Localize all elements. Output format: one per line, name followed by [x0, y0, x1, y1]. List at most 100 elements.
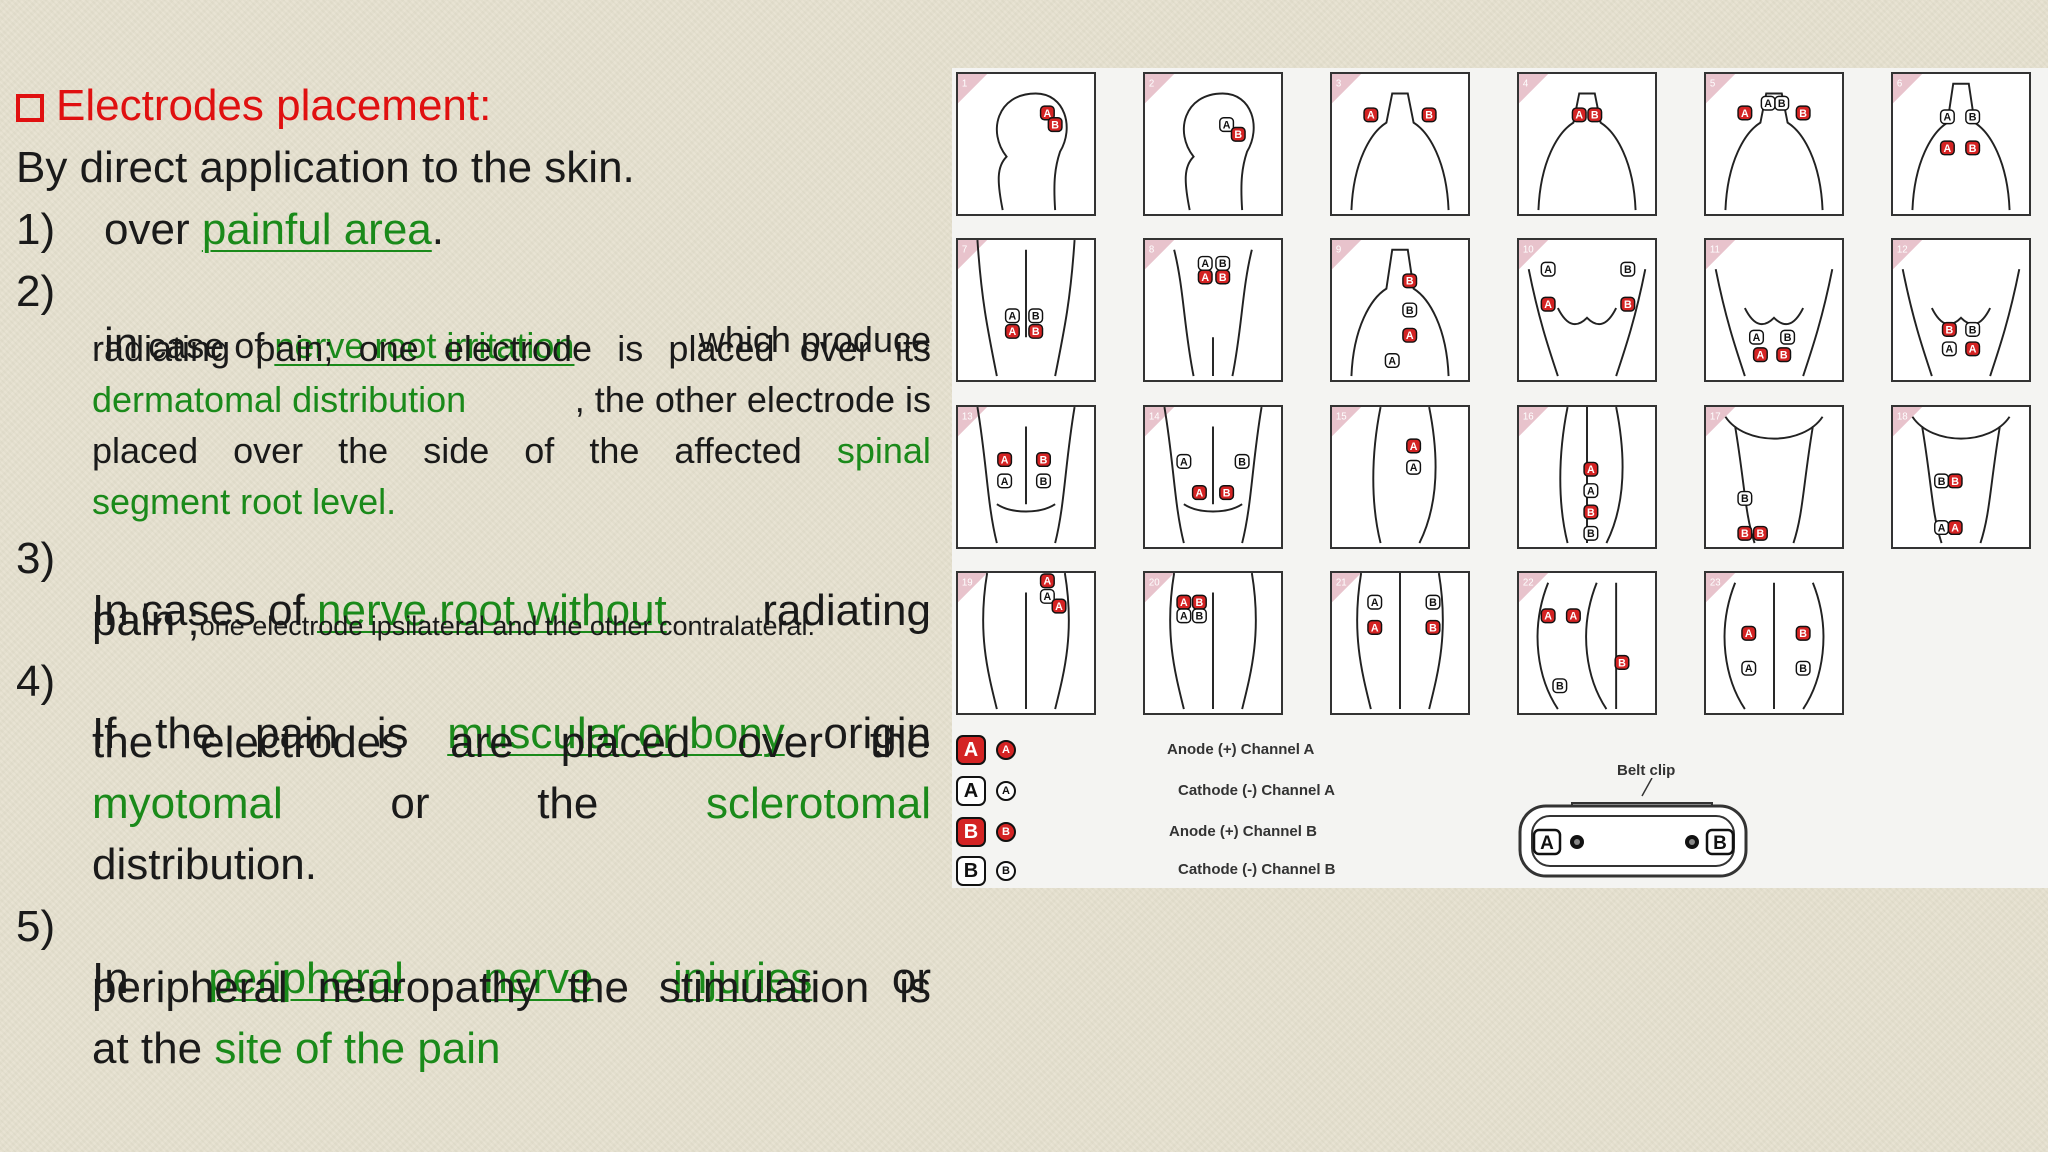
item-text: over: [104, 205, 202, 254]
item-4-line-4: distribution.: [92, 840, 318, 889]
word: origin: [823, 709, 931, 758]
anode-electrode-icon: B: [1028, 323, 1044, 339]
svg-text:A: A: [1001, 476, 1009, 488]
svg-text:A: A: [1406, 330, 1414, 342]
anode-electrode-icon: A: [1540, 296, 1556, 312]
link-peripheral[interactable]: peripheral: [208, 954, 404, 1003]
anode-electrode-icon: A: [1965, 341, 1981, 357]
word: In: [92, 954, 129, 1003]
word: electrodes: [200, 718, 404, 767]
anode-electrode-icon: B: [1752, 525, 1768, 541]
svg-text:A: A: [1944, 112, 1952, 124]
svg-text:A: A: [1196, 487, 1204, 499]
item-text: .: [431, 205, 445, 254]
link-painful-area[interactable]: painful area: [201, 205, 432, 254]
word: side: [423, 430, 490, 471]
svg-text:A: A: [1044, 108, 1052, 120]
link-nerve-root-without[interactable]: nerve root without: [317, 586, 667, 635]
anode-electrode-icon: A: [1947, 519, 1963, 536]
item-text: which produce: [698, 319, 931, 360]
anode-electrode-icon: B: [1795, 105, 1811, 121]
tile-number: 9: [1336, 245, 1341, 256]
svg-text:B: B: [1799, 108, 1807, 120]
svg-text:A: A: [1951, 522, 1959, 534]
anode-electrode-icon: A: [1571, 107, 1587, 123]
link-nerve[interactable]: nerve: [483, 954, 594, 1003]
legend-cathode-b-icon: B: [956, 856, 986, 886]
item-2-line-2: radiating pain; one electrode is placed …: [92, 328, 931, 369]
legend-anode-a-small-icon: A: [996, 740, 1016, 760]
svg-text:A: A: [1944, 143, 1952, 155]
legend-label: Cathode (-) Channel A: [1178, 782, 1335, 799]
svg-text:A: A: [1544, 299, 1552, 311]
svg-text:B: B: [1784, 332, 1792, 344]
svg-text:A: A: [1570, 611, 1578, 623]
word: over: [233, 430, 304, 471]
item-3-line-2: pain ;one electrode ipsilateral and the …: [92, 595, 815, 647]
tens-device-icon: A B: [1518, 778, 1748, 878]
svg-text:B: B: [1040, 454, 1048, 466]
tile-number: 6: [1897, 79, 1902, 90]
anode-electrode-icon: B: [1795, 625, 1811, 641]
svg-text:B: B: [1969, 143, 1977, 155]
svg-text:B: B: [1234, 129, 1242, 141]
device-port-a-label: A: [1540, 833, 1554, 854]
cathode-electrode-icon: B: [1552, 678, 1568, 694]
item-2-line-4: placed over the side of the affected spi…: [92, 429, 931, 473]
item-2-line-3: dermatomal distribution, the other elect…: [92, 378, 931, 422]
svg-text:B: B: [1624, 299, 1632, 311]
item-text: radiating: [762, 586, 931, 635]
svg-text:A: A: [1044, 591, 1052, 603]
svg-text:A: A: [1410, 462, 1418, 474]
item-5-line-2: peripheral neuropathy the stimulation is: [92, 963, 931, 1012]
cathode-electrode-icon: A: [1197, 255, 1213, 271]
svg-text:A: A: [1001, 454, 1009, 466]
anode-electrode-icon: A: [1039, 573, 1055, 589]
item-text: In cases of: [92, 586, 318, 635]
svg-text:B: B: [1969, 112, 1977, 124]
anode-electrode-icon: A: [1004, 323, 1020, 339]
svg-text:A: A: [1945, 344, 1953, 356]
link-nerve-root-irritation[interactable]: nerve root irritation: [274, 325, 575, 366]
anode-electrode-icon: B: [1620, 296, 1636, 312]
word: the: [155, 709, 217, 758]
anode-electrode-icon: A: [1197, 269, 1213, 285]
anode-electrode-icon: A: [1540, 608, 1556, 624]
anode-electrode-icon: B: [1941, 321, 1957, 337]
svg-text:A: A: [1044, 576, 1052, 588]
anode-electrode-icon: A: [1402, 327, 1418, 343]
tile-number: 13: [962, 412, 973, 423]
cathode-electrode-icon: B: [1620, 261, 1636, 277]
item-number: 4): [16, 657, 56, 706]
green-term-site-of-pain: site of the pain: [214, 1024, 501, 1073]
cathode-electrode-icon: A: [1367, 594, 1383, 610]
green-term-sclerotomal: sclerotomal: [706, 779, 931, 828]
list-item-2: 2) in case of nerve root irritation whic…: [16, 266, 931, 368]
link-muscular-or-bony[interactable]: muscular or bony: [447, 709, 785, 758]
svg-text:B: B: [1969, 324, 1977, 336]
legend-cathode-a-small-icon: A: [996, 781, 1016, 801]
cathode-electrode-icon: A: [1176, 453, 1192, 469]
svg-text:A: A: [1180, 611, 1188, 623]
svg-text:B: B: [1032, 326, 1040, 338]
item-text-small: one electrode ipsilateral and the other …: [199, 611, 816, 641]
anode-electrode-icon: B: [1776, 347, 1792, 363]
link-injuries[interactable]: injuries: [672, 954, 813, 1003]
anode-electrode-icon: A: [1939, 140, 1955, 156]
belt-clip-label: Belt clip: [1617, 762, 1676, 779]
anode-electrode-icon: A: [1367, 619, 1383, 635]
anode-electrode-icon: B: [1425, 619, 1441, 635]
legend-anode-b-small-icon: B: [996, 822, 1016, 842]
svg-text:A: A: [1741, 108, 1749, 120]
list-item-1: 1) over painful area.: [16, 204, 931, 256]
